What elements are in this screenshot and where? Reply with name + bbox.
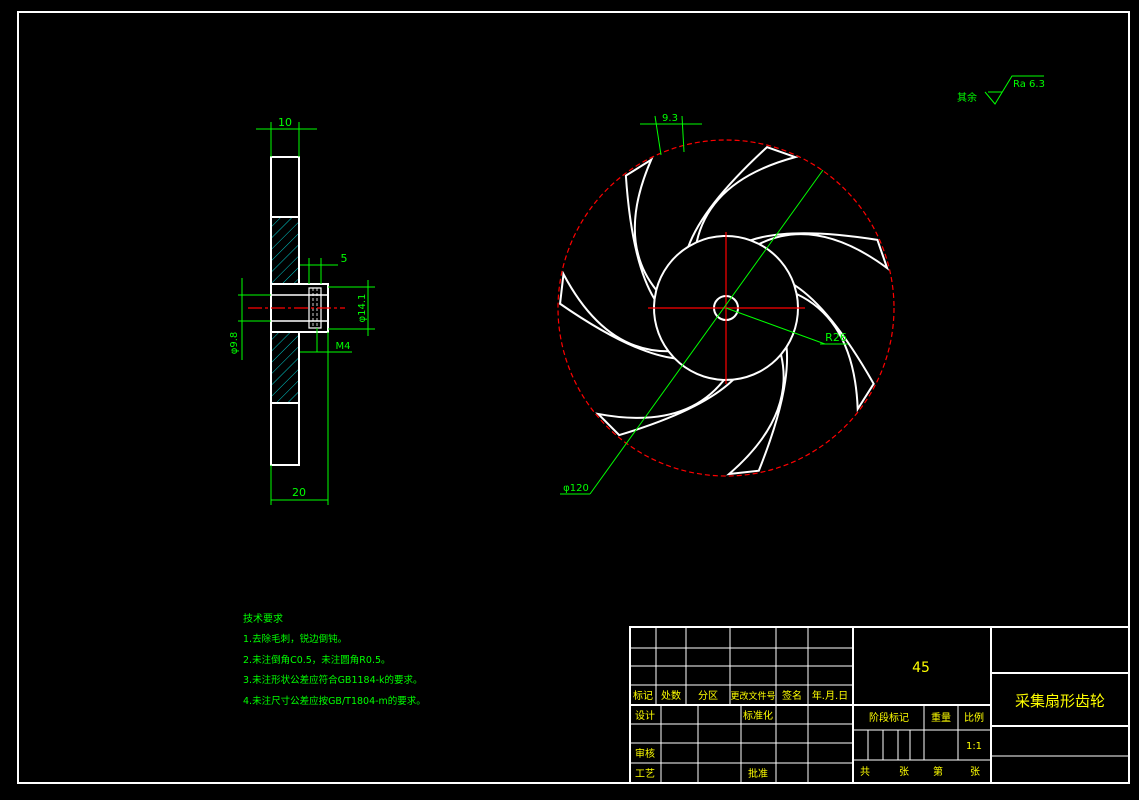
surface-roughness: 其余 Ra 6.3 bbox=[957, 75, 1045, 105]
front-view: φ120 R26 9.3 bbox=[557, 113, 895, 495]
hub-arc bbox=[758, 243, 796, 286]
tech-item-2: 2.未注倒角C0.5，未注圆角R0.5。 bbox=[243, 654, 391, 666]
title-block bbox=[629, 626, 1130, 784]
hub-arc bbox=[653, 299, 670, 352]
dim-radius-text: R26 bbox=[825, 331, 847, 344]
hub-arc bbox=[696, 235, 751, 244]
hdr-1: 处数 bbox=[661, 689, 681, 702]
weight-label: 重量 bbox=[931, 711, 951, 724]
tech-requirements: 技术要求 1.去除毛刺，锐边倒钝。 2.未注倒角C0.5，未注圆角R0.5。 3… bbox=[243, 612, 426, 707]
impeller-blade bbox=[624, 157, 658, 302]
thread-text: M4 bbox=[336, 341, 351, 352]
title-block-text: 标记 处数 分区 更改文件号 签名 年.月.日 设计 标准化 审核 工艺 批准 … bbox=[633, 660, 1105, 780]
total-label: 共 bbox=[860, 766, 870, 778]
side-disc-top bbox=[270, 156, 300, 218]
sheets1-label: 张 bbox=[899, 766, 909, 778]
hdr-2: 分区 bbox=[698, 690, 718, 702]
side-hatch-lower bbox=[270, 331, 300, 404]
review-label: 审核 bbox=[635, 747, 655, 760]
impeller-blade bbox=[595, 378, 736, 437]
dim-outer-text: φ9.8 bbox=[229, 332, 240, 355]
hub-arc bbox=[673, 357, 724, 381]
dim-blade-text: 9.3 bbox=[662, 113, 678, 124]
dim-hub-text: 5 bbox=[341, 252, 348, 265]
hub-arc bbox=[733, 353, 782, 381]
hdr-4: 签名 bbox=[782, 689, 802, 702]
approve-label: 批准 bbox=[748, 767, 768, 780]
impeller-blades bbox=[558, 146, 890, 476]
scale-value: 1:1 bbox=[966, 741, 982, 752]
dim-bottom-text: 20 bbox=[292, 486, 306, 499]
side-view: 10 5 φ14.1 φ9.8 M4 20 bbox=[229, 116, 375, 505]
hub-arc bbox=[785, 293, 799, 348]
impeller-blade bbox=[558, 270, 677, 360]
process-label: 工艺 bbox=[635, 768, 655, 780]
sheet-no-label: 第 bbox=[933, 765, 943, 778]
impeller-blade bbox=[747, 232, 890, 271]
scale-label: 比例 bbox=[964, 711, 984, 724]
tech-item-3: 3.未注形状公差应符合GB1184-k的要求。 bbox=[243, 674, 423, 686]
tech-item-4: 4.未注尺寸公差应按GB/T1804-m的要求。 bbox=[243, 695, 426, 707]
hdr-3: 更改文件号 bbox=[730, 690, 775, 702]
design-label: 设计 bbox=[635, 709, 655, 722]
dim-diameter-text: φ120 bbox=[563, 483, 589, 494]
tech-item-1: 1.去除毛刺，锐边倒钝。 bbox=[243, 633, 347, 645]
hdr-0: 标记 bbox=[633, 690, 653, 702]
stage-mark-label: 阶段标记 bbox=[869, 711, 909, 724]
impeller-blade bbox=[726, 344, 789, 476]
part-name: 采集扇形齿轮 bbox=[1015, 692, 1105, 710]
side-disc-bottom bbox=[270, 402, 300, 466]
impeller-blade bbox=[792, 282, 875, 413]
dim-bore-text: φ14.1 bbox=[357, 294, 368, 323]
impeller-blade bbox=[686, 146, 799, 249]
hdr-5: 年.月.日 bbox=[812, 689, 848, 702]
dim-top-text: 10 bbox=[278, 116, 292, 129]
side-hatch-upper bbox=[270, 216, 300, 285]
hub-arc bbox=[655, 245, 689, 291]
outer-dashed-circle bbox=[557, 139, 895, 477]
roughness-value: Ra 6.3 bbox=[1013, 79, 1045, 90]
standardization-label: 标准化 bbox=[743, 709, 773, 722]
roughness-prefix: 其余 bbox=[957, 91, 977, 104]
sheets2-label: 张 bbox=[970, 766, 980, 778]
tech-title: 技术要求 bbox=[243, 612, 283, 625]
material-text: 45 bbox=[912, 660, 930, 676]
drawing-border bbox=[17, 11, 1130, 784]
